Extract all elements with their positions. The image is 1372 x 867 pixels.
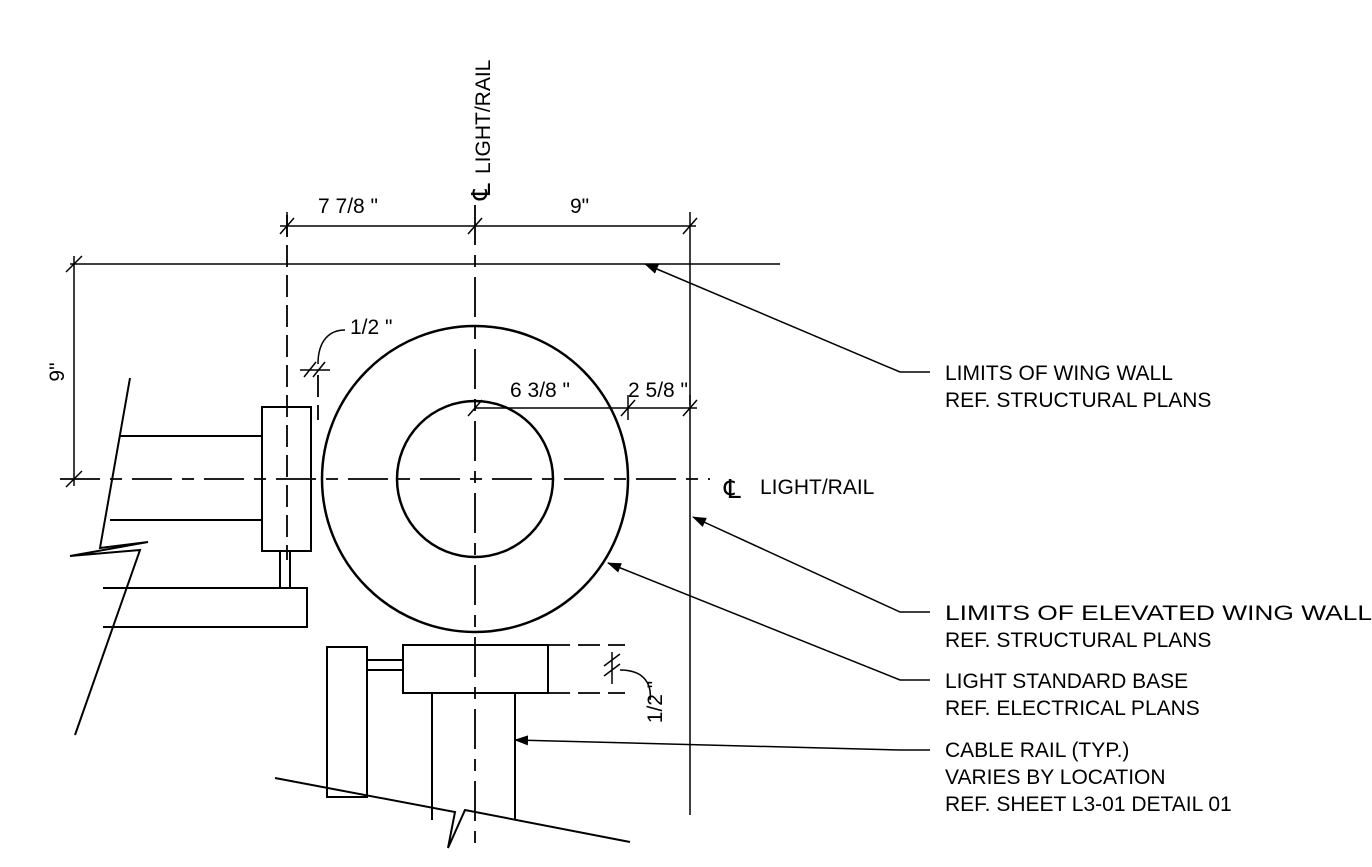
note-light-standard-base-line1: LIGHT STANDARD BASE xyxy=(945,670,1188,693)
centerline-symbol-vertical: ℄ xyxy=(466,183,496,201)
leader-wing-wall xyxy=(644,263,930,373)
horizontal-centerline-label: ℄ LIGHT/RAIL xyxy=(723,474,874,504)
note-light-standard-base: LIGHT STANDARD BASE REF. ELECTRICAL PLAN… xyxy=(945,670,1200,720)
vertical-centerline-label: ℄ LIGHT/RAIL xyxy=(466,60,496,201)
dim-vertical-offset: 9" xyxy=(46,362,69,381)
gap-top-dimension xyxy=(300,329,346,420)
leader-light-standard-base xyxy=(607,562,930,681)
gap-bottom-dimension xyxy=(603,652,652,701)
note-elevated-wing-wall-line1: LIMITS OF ELEVATED WING WALL xyxy=(945,602,1372,625)
note-cable-rail: CABLE RAIL (TYP.) VARIES BY LOCATION REF… xyxy=(945,739,1232,816)
dim-gap-bottom: 1/2 " xyxy=(644,681,667,723)
note-elevated-wing-wall-line2: REF. STRUCTURAL PLANS xyxy=(945,629,1211,652)
note-cable-rail-line3: REF. SHEET L3-01 DETAIL 01 xyxy=(945,793,1232,816)
leader-elevated-wing-wall xyxy=(692,516,930,613)
dim-right-offset: 9" xyxy=(570,195,589,218)
dim-gap-top: 1/2 " xyxy=(350,316,392,339)
centerline-symbol-horizontal: ℄ xyxy=(723,474,741,504)
leader-cable-rail xyxy=(514,735,930,751)
left-cable-rail xyxy=(69,215,312,736)
radius-dimension-line xyxy=(467,395,698,420)
centerline-label-horizontal: LIGHT/RAIL xyxy=(760,476,874,499)
centerline-label-vertical: LIGHT/RAIL xyxy=(472,60,495,174)
bottom-cable-rail xyxy=(274,644,631,849)
note-cable-rail-line2: VARIES BY LOCATION xyxy=(945,766,1166,789)
note-wing-wall-line2: REF. STRUCTURAL PLANS xyxy=(945,389,1211,412)
dim-left-offset: 7 7/8 " xyxy=(318,195,378,218)
note-wing-wall: LIMITS OF WING WALL REF. STRUCTURAL PLAN… xyxy=(945,362,1211,412)
note-elevated-wing-wall: LIMITS OF ELEVATED WING WALL REF. STRUCT… xyxy=(945,602,1372,652)
note-cable-rail-line1: CABLE RAIL (TYP.) xyxy=(945,739,1129,762)
top-dimension-line xyxy=(279,212,698,405)
vertical-dimension-line xyxy=(65,255,83,488)
note-wing-wall-line1: LIMITS OF WING WALL xyxy=(945,362,1173,385)
dim-ring: 2 5/8 " xyxy=(628,379,688,402)
note-light-standard-base-line2: REF. ELECTRICAL PLANS xyxy=(945,697,1200,720)
light-standard-base xyxy=(320,324,630,634)
dim-radius: 6 3/8 " xyxy=(510,379,570,402)
